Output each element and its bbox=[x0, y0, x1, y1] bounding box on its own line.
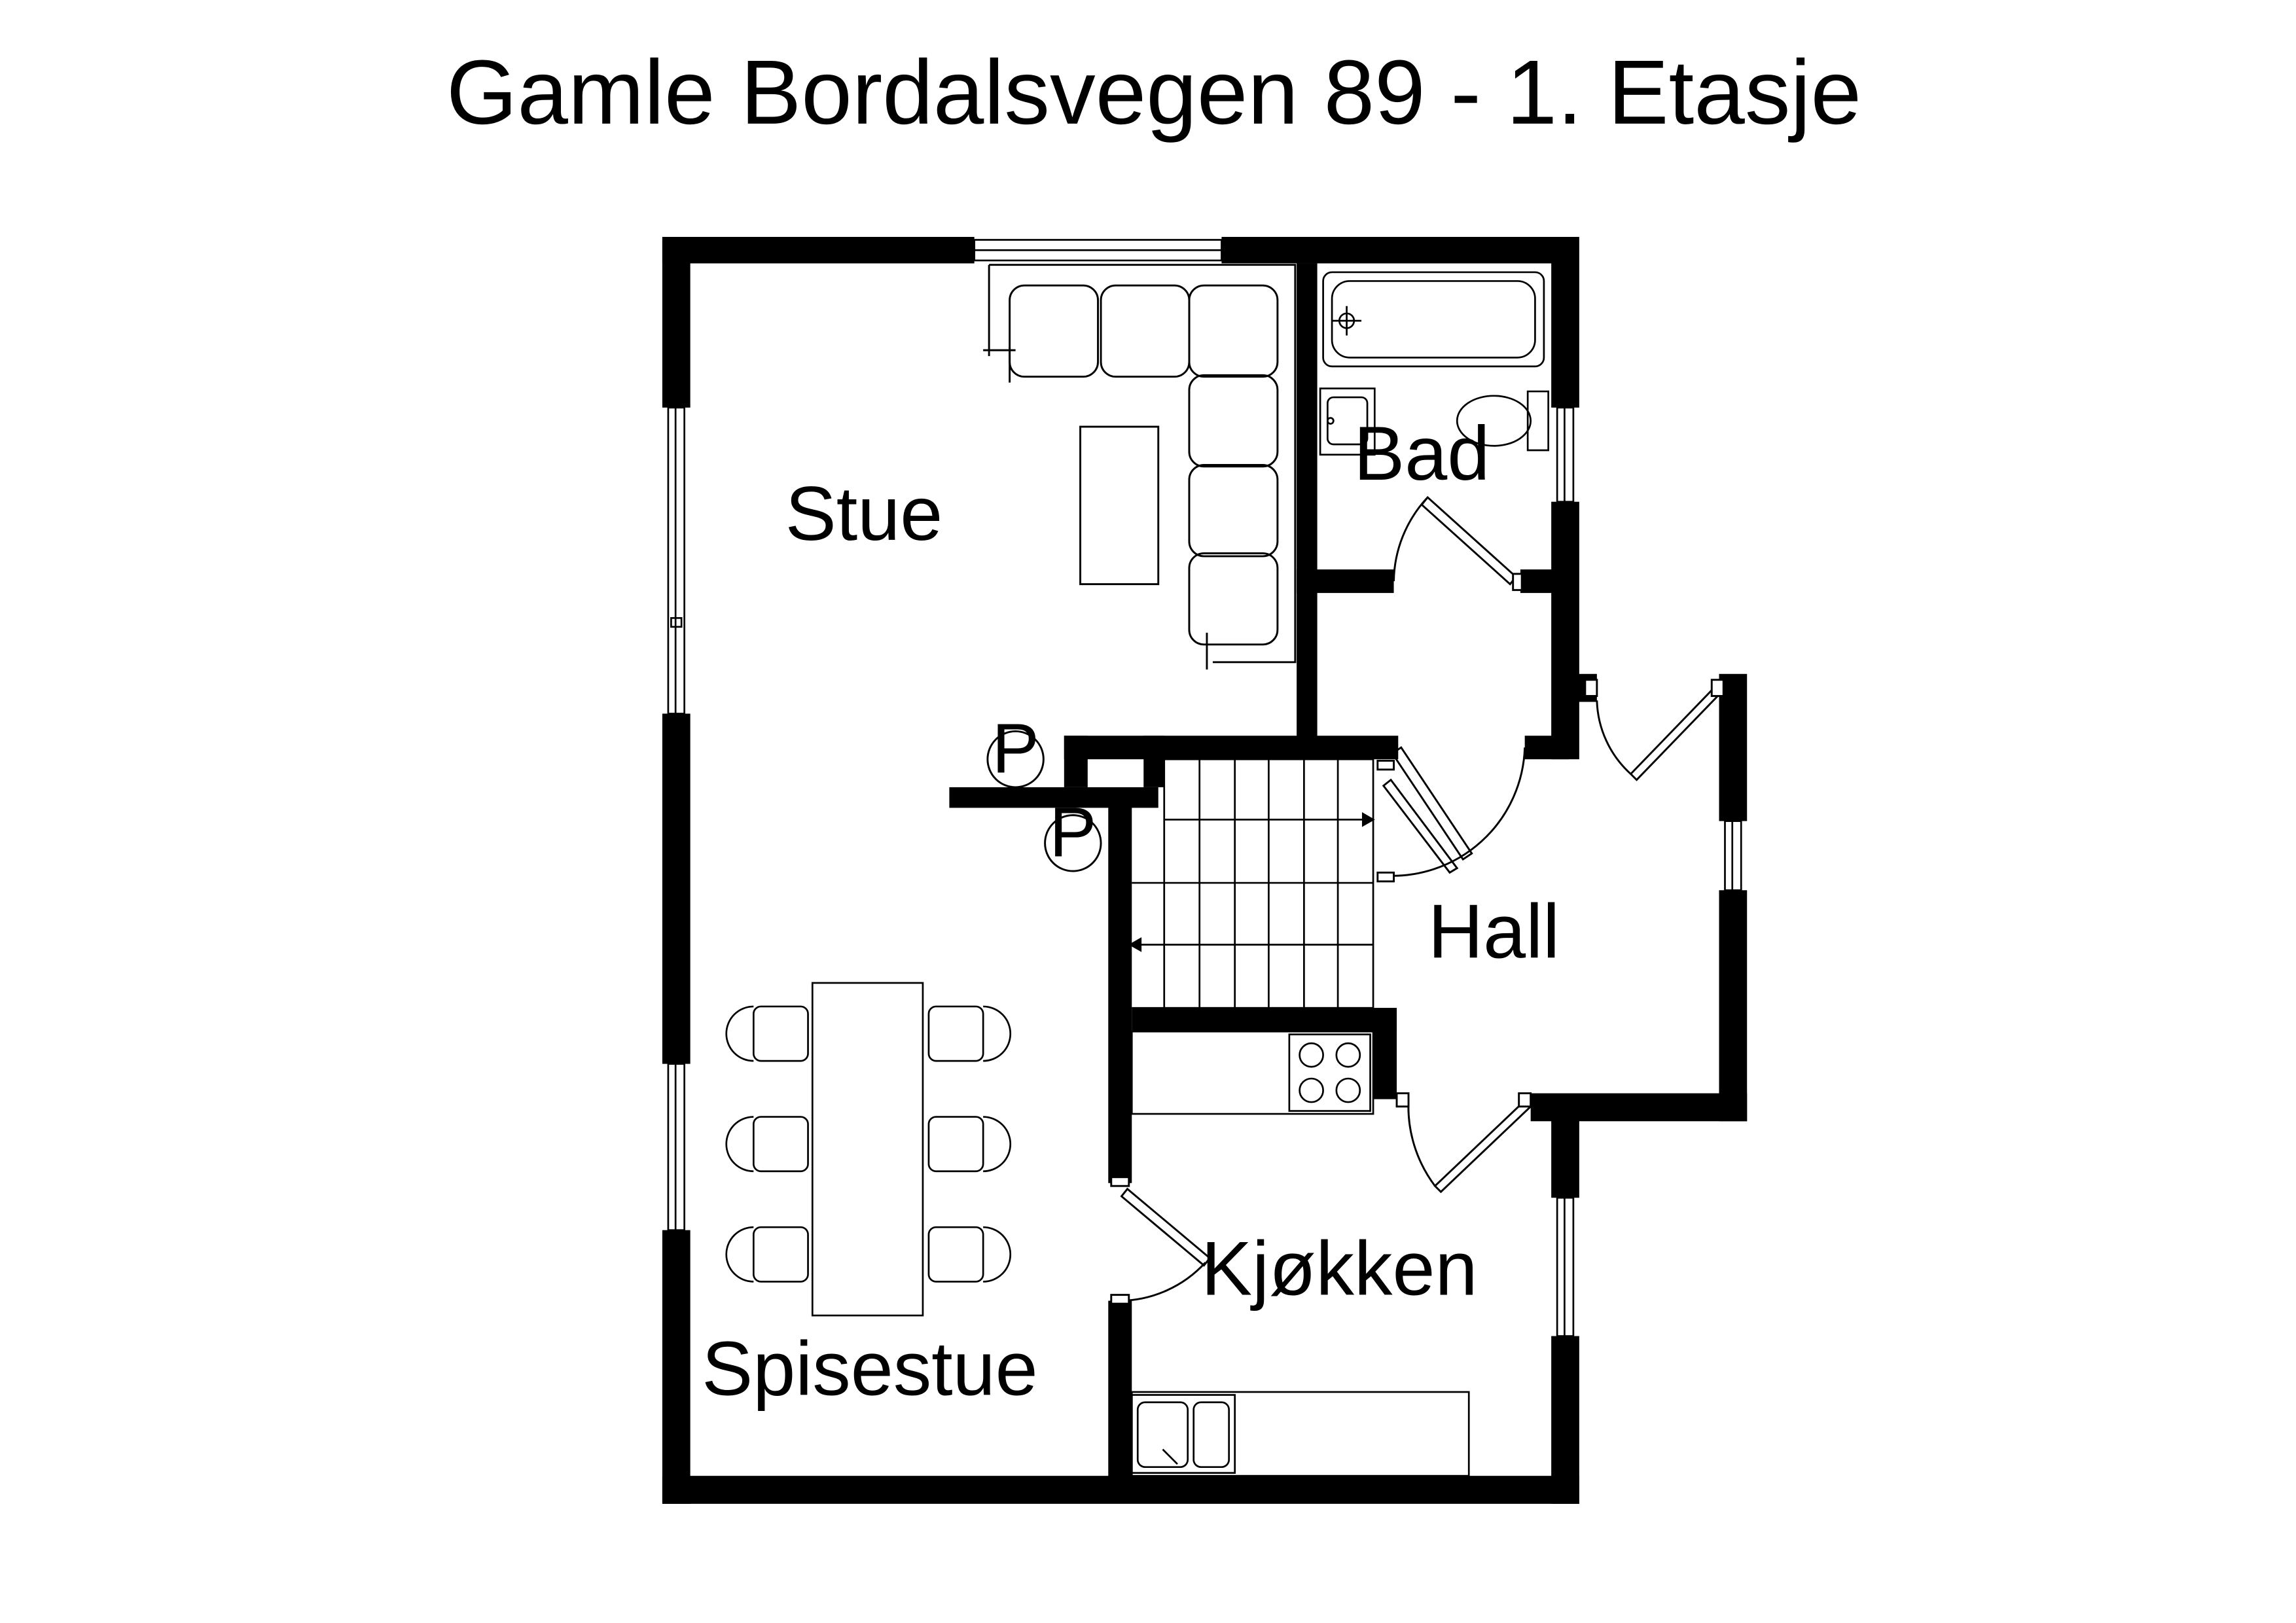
room-label-stue: Stue bbox=[785, 471, 943, 556]
kitchen-counter-top bbox=[1130, 1030, 1374, 1115]
windows bbox=[667, 239, 1742, 1337]
room-label-bad: Bad bbox=[1354, 410, 1490, 496]
washbasin bbox=[1319, 387, 1376, 456]
stove bbox=[1288, 1033, 1371, 1112]
stair-arrow-up-icon bbox=[1361, 812, 1375, 827]
outer-walls bbox=[662, 236, 1748, 1504]
kitchen-fixtures bbox=[1130, 1030, 1470, 1477]
chair-left-3 bbox=[725, 1226, 809, 1283]
room-label-hall: Hall bbox=[1428, 889, 1560, 974]
chair-right-1 bbox=[927, 1005, 1012, 1062]
door-entrance bbox=[1596, 684, 1724, 781]
marker-p2: P bbox=[1044, 793, 1102, 872]
room-label-spisestue: Spisestue bbox=[702, 1326, 1037, 1412]
sofa bbox=[983, 264, 1297, 670]
chair-left-2 bbox=[725, 1116, 809, 1173]
door-dining-kitchen bbox=[1120, 1187, 1211, 1302]
doors bbox=[1110, 495, 1725, 1305]
door-hall-stair bbox=[1382, 746, 1526, 877]
sink bbox=[1130, 1394, 1236, 1474]
bath-fixtures bbox=[1319, 271, 1550, 456]
plan-title: Gamle Bordalsvegen 89 - 1. Etasje bbox=[446, 41, 1861, 143]
dining-set bbox=[725, 982, 1012, 1317]
door-bad bbox=[1393, 495, 1518, 586]
svg-text:P: P bbox=[992, 708, 1039, 787]
door-kitchen-hall bbox=[1407, 1099, 1532, 1194]
room-label-kjokken: Kjøkken bbox=[1201, 1226, 1477, 1311]
dining-table bbox=[811, 982, 924, 1317]
marker-p1: P bbox=[986, 708, 1045, 789]
inner-walls bbox=[949, 263, 1570, 1478]
chair-left-1 bbox=[725, 1005, 809, 1062]
kitchen-counter-bottom bbox=[1130, 1391, 1470, 1477]
bathtub bbox=[1322, 271, 1545, 368]
chair-right-2 bbox=[927, 1116, 1012, 1173]
stair-arrow-down-icon bbox=[1128, 937, 1142, 952]
svg-text:P: P bbox=[1049, 793, 1096, 872]
chair-right-3 bbox=[927, 1226, 1012, 1283]
staircase bbox=[1128, 758, 1375, 1009]
coffee-table bbox=[1079, 425, 1160, 586]
